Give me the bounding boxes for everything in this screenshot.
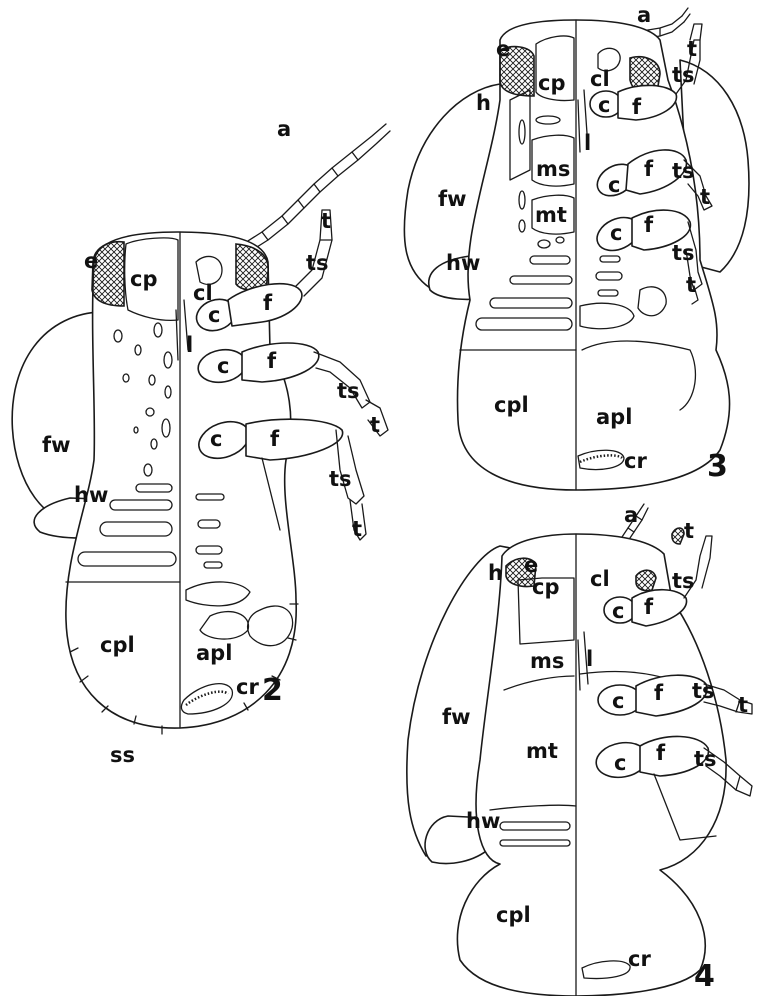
fig3-label-f2: f [644, 157, 654, 181]
fig4-tarsus-tip [672, 528, 684, 544]
fig3-label-l: l [584, 131, 591, 155]
fig3-label-c3: c [610, 221, 622, 245]
fig4-label-cr: cr [628, 947, 651, 971]
fig3-label-mt: mt [535, 203, 567, 227]
fig2-label-c2: c [217, 354, 229, 378]
fig3-label-ms: ms [536, 157, 570, 181]
fig2-label-t1: t [321, 209, 331, 233]
fig4-label-c1: c [612, 599, 624, 623]
fig2-label-ts2: ts [337, 379, 360, 403]
fig3-label-h: h [476, 91, 491, 115]
fig4-label-f1: f [644, 595, 654, 619]
fig3-label-c2: c [608, 173, 620, 197]
fig3-label-a: a [637, 3, 651, 27]
fig4-label-hw: hw [466, 809, 500, 833]
fig4-label-fw: fw [442, 705, 471, 729]
fig2-label-e: e [84, 249, 98, 273]
fig4-label-c3: c [614, 751, 626, 775]
fig3-label-f3: f [644, 213, 654, 237]
fig4-label-ts1: ts [672, 569, 695, 593]
fig4-label-h: h [488, 561, 503, 585]
fig3-label-t2: t [700, 185, 710, 209]
fig4-label-e: e [524, 553, 538, 577]
fig3-label-cl: cl [590, 67, 610, 91]
fig4-label-f2: f [654, 681, 664, 705]
fig2-label-ts3: ts [329, 467, 352, 491]
fig4-label-ms: ms [530, 649, 564, 673]
fig3-label-ts1: ts [672, 63, 695, 87]
fig2-antenna [240, 124, 390, 254]
fig4-label-mt: mt [526, 739, 558, 763]
fig2-label-ss: ss [110, 743, 135, 767]
fig4-label-t1: t [684, 519, 694, 543]
fig4-label-cp: cp [532, 575, 559, 599]
fig3-label-e: e [496, 37, 510, 61]
fig4-label-t2: t [738, 693, 748, 717]
fig4-label-a: a [624, 503, 638, 527]
fig2-label-cr: cr [236, 675, 259, 699]
fig4-number: 4 [694, 959, 715, 994]
fig2-label-a: a [277, 117, 291, 141]
fig2-label-l: l [186, 333, 193, 357]
fig3-label-ts2: ts [672, 159, 695, 183]
fig2-label-fw: fw [42, 433, 71, 457]
fig3-label-t3: t [686, 273, 696, 297]
fig4-eye-right [636, 570, 656, 590]
fig4-label-c2: c [612, 689, 624, 713]
fig2-label-hw: hw [74, 483, 108, 507]
fig3-label-ts3: ts [672, 241, 695, 265]
fig2-label-t2: t [370, 413, 380, 437]
fig3-label-cr: cr [624, 449, 647, 473]
fig3-number: 3 [707, 449, 728, 484]
fig3-label-cpl: cpl [494, 393, 529, 417]
fig4-label-l: l [586, 647, 593, 671]
fig4-label-ts2: ts [692, 679, 715, 703]
fig2-label-cpl: cpl [100, 633, 135, 657]
fig2-label-cl: cl [193, 281, 213, 305]
fig2-label-c3: c [210, 427, 222, 451]
fig3-label-apl: apl [596, 405, 632, 429]
fig3-label-f1: f [632, 95, 642, 119]
fig3-label-hw: hw [446, 251, 480, 275]
fig4-label-cpl: cpl [496, 903, 531, 927]
fig2-label-f3: f [270, 427, 280, 451]
fig4-label-ts3: ts [694, 747, 717, 771]
figure-3: a t e cp cl ts h c f l ms c f ts t fw mt… [404, 3, 749, 490]
fig2-label-t3: t [352, 517, 362, 541]
fig3-label-fw: fw [438, 187, 467, 211]
fig3-label-t1: t [687, 37, 697, 61]
fig2-label-ts1: ts [306, 251, 329, 275]
fig3-label-c1: c [598, 93, 610, 117]
fig2-label-f1: f [263, 291, 273, 315]
fig4-label-f3: f [656, 741, 666, 765]
fig2-label-f2: f [267, 349, 277, 373]
fig2-label-c1: c [208, 303, 220, 327]
figure-4: a h e cp cl t ts c f ms l fw c f ts t mt… [407, 503, 752, 996]
fig3-label-cp: cp [538, 71, 565, 95]
fig4-label-cl: cl [590, 567, 610, 591]
figure-2: a t ts e cp cl c f l c f ts t fw c f hw … [12, 117, 390, 767]
fig2-number: 2 [262, 673, 283, 708]
fig2-label-apl: apl [196, 641, 232, 665]
fig2-label-cp: cp [130, 267, 157, 291]
